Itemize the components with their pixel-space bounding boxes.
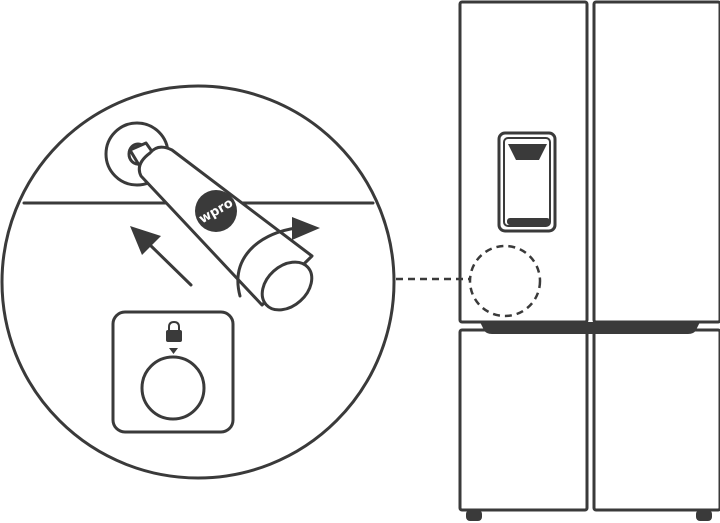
- triangle-down-icon: [169, 348, 178, 354]
- arrow-up-left-icon: [130, 226, 193, 287]
- fridge-right-upper-door: [592, 0, 720, 324]
- fridge-right-lower-door: [592, 328, 720, 512]
- fridge-foot-left: [466, 510, 482, 521]
- zoom-callout-circle: [0, 84, 396, 480]
- filter-location-marker: [468, 244, 542, 318]
- dispenser-nozzle: [508, 144, 547, 160]
- brand-logo: wpro: [195, 190, 237, 232]
- filter-cap-circle: [140, 355, 206, 421]
- fridge-foot-right: [696, 510, 712, 521]
- dispenser-tray: [507, 218, 550, 225]
- zoom-callout: wpro: [0, 84, 396, 480]
- refrigerator: [458, 0, 720, 521]
- rotate-arrow-icon: [236, 217, 320, 298]
- water-filter-cartridge: wpro: [128, 141, 320, 312]
- filter-housing-closeup: [111, 310, 235, 434]
- lock-icon: [166, 321, 182, 342]
- fridge-handle-bar: [480, 322, 700, 334]
- filter-end-cap: [260, 260, 314, 312]
- fridge-left-lower-door: [458, 328, 589, 512]
- fridge-left-upper-door: [458, 0, 589, 324]
- water-dispenser: [497, 131, 557, 233]
